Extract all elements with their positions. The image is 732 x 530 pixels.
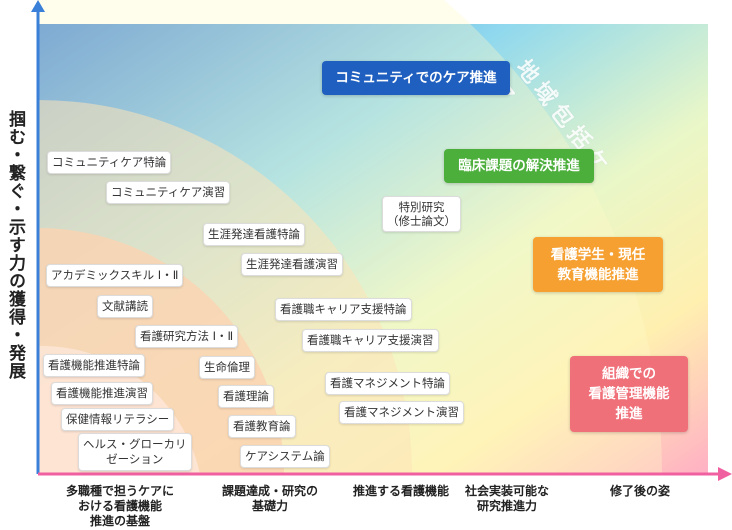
outcome-management: 組織での 看護管理機能 推進 (570, 356, 688, 432)
course-box: 生命倫理 (199, 356, 255, 379)
category-nursing-functions: 推進する看護機能 (352, 484, 449, 498)
course-box: アカデミックスキル Ⅰ・Ⅱ (46, 264, 184, 287)
course-box: 保健情報リテラシー (61, 408, 175, 431)
vertical-axis-label: 掴む・繋ぐ・示す力の獲得・発展 (5, 110, 25, 380)
course-box: 看護研究方法 Ⅰ・Ⅱ (135, 325, 239, 348)
outcome-community-care: コミュニティでのケア推進 (322, 61, 510, 95)
category-research-basics: 課題達成・研究の 基礎力 (221, 484, 318, 513)
course-box: 看護機能推進演習 (51, 382, 153, 405)
course-box: コミュニティケア特論 (47, 151, 172, 174)
course-box: 看護職キャリア支援特論 (275, 298, 412, 321)
course-box: 看護職キャリア支援演習 (302, 329, 439, 352)
course-box: 看護機能推進特論 (43, 354, 145, 377)
vertical-axis-arrow (31, 0, 45, 12)
outcome-clinical-issues: 臨床課題の解決推進 (444, 149, 594, 183)
category-foundation: 多職種で担うケアに おける看護機能 推進の基盤 (65, 484, 174, 528)
horizontal-axis-arrow (718, 467, 732, 481)
category-after-completion: 修了後の姿 (609, 484, 670, 498)
course-box: 文献講読 (97, 295, 153, 318)
category-research-power: 社会実装可能な 研究推進力 (464, 484, 549, 513)
course-box: 看護教育論 (228, 415, 296, 438)
course-box: コミュニティケア演習 (106, 181, 231, 204)
course-box: 特別研究 （修士論文） (382, 196, 461, 232)
course-box: 看護マネジメント特論 (325, 372, 450, 395)
course-box: 看護マネジメント演習 (339, 401, 464, 424)
course-box: ヘルス・グローカリ ゼーション (78, 433, 192, 471)
course-box: 看護理論 (218, 385, 274, 408)
course-box: 生涯発達看護演習 (241, 253, 343, 276)
outcome-education: 看護学生・現任 教育機能推進 (533, 237, 663, 292)
course-box: 生涯発達看護特論 (203, 223, 305, 246)
course-box: ケアシステム論 (240, 445, 330, 468)
